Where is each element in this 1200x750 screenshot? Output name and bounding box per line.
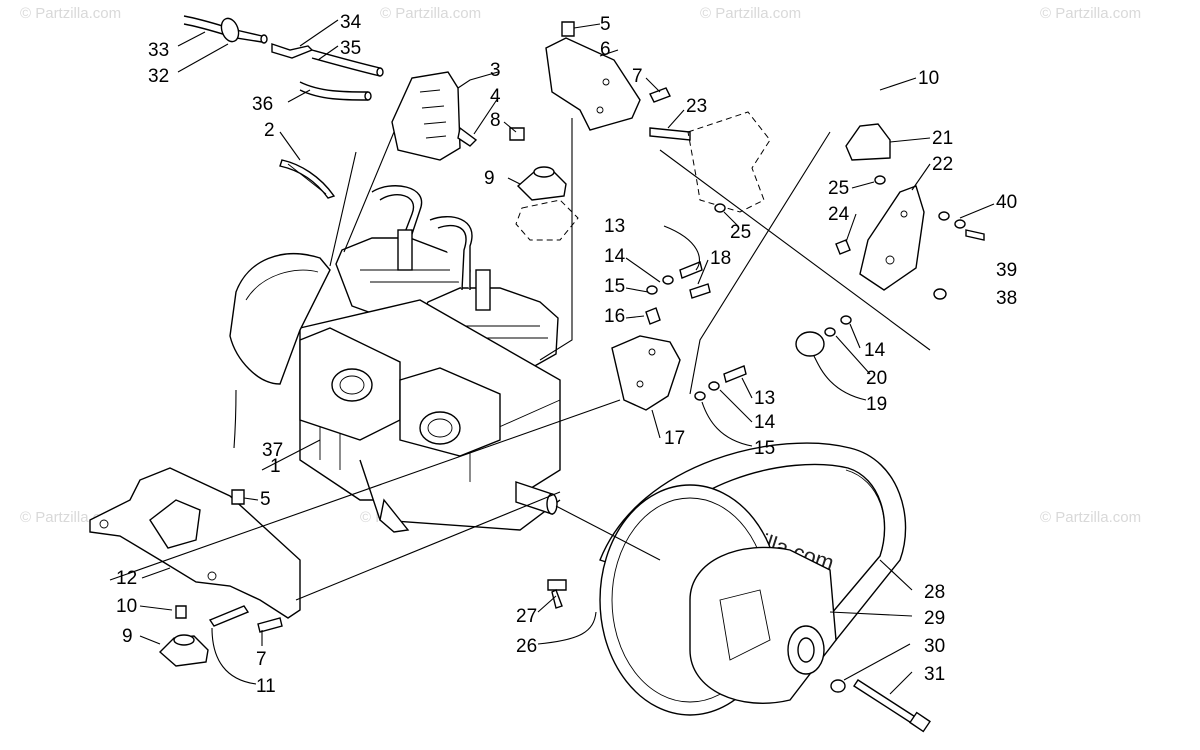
callout-27: 27 — [516, 606, 537, 627]
side-bracket — [611, 261, 747, 411]
engine-block — [299, 185, 561, 533]
callout-7-bottom: 7 — [256, 649, 267, 670]
callout-5-bottom: 5 — [260, 489, 271, 510]
callout-22: 22 — [932, 154, 953, 175]
callout-26: 26 — [516, 636, 537, 657]
callout-32: 32 — [148, 66, 169, 87]
callout-5-top: 5 — [600, 14, 611, 35]
callout-14-top: 14 — [604, 246, 626, 267]
callout-9-bottom: 9 — [122, 626, 133, 647]
callout-7-top: 7 — [632, 66, 643, 87]
callout-20: 20 — [866, 368, 887, 389]
callout-13-top: 13 — [604, 216, 625, 237]
callout-28: 28 — [924, 582, 945, 603]
callout-38: 38 — [996, 288, 1017, 309]
mount-plate — [687, 111, 771, 213]
callout-29: 29 — [924, 608, 945, 629]
callout-16: 16 — [604, 306, 625, 327]
callout-37: 37 — [262, 440, 283, 461]
callout-3: 3 — [490, 60, 501, 81]
callout-2: 2 — [264, 120, 275, 141]
callout-1: 1 — [270, 456, 281, 477]
callout-15-bottom: 15 — [754, 438, 775, 459]
callout-18: 18 — [710, 248, 731, 269]
callout-39: 39 — [996, 260, 1017, 281]
callout-10-bottom: 10 — [116, 596, 137, 617]
callout-25-right: 25 — [828, 178, 849, 199]
callout-40: 40 — [996, 192, 1017, 213]
callout-30: 30 — [924, 636, 945, 657]
callout-17: 17 — [664, 428, 685, 449]
front-mount-bracket — [545, 37, 641, 131]
callout-21: 21 — [932, 128, 953, 149]
callout-13-bottom: 13 — [754, 388, 775, 409]
callout-10-top: 10 — [918, 68, 939, 89]
watermark-top-right: © Partzilla.com — [700, 5, 801, 22]
right-mount-assembly — [714, 123, 985, 300]
lower-mount-plate — [89, 467, 301, 619]
rubber-mount-upper — [515, 166, 579, 241]
callout-labels: 1 2 3 4 5 5 6 7 7 8 9 9 10 10 11 12 13 1… — [116, 12, 1017, 697]
watermark-top-far-right: © Partzilla.com — [1040, 5, 1141, 22]
watermark-top-mid: © Partzilla.com — [380, 5, 481, 22]
drive-clutch — [547, 442, 931, 733]
callout-6: 6 — [600, 39, 611, 60]
leader-lines — [109, 19, 995, 695]
callout-9-top: 9 — [484, 168, 495, 189]
callout-14-right: 14 — [864, 340, 886, 361]
callout-4: 4 — [490, 86, 501, 107]
callout-23: 23 — [686, 96, 707, 117]
callout-36: 36 — [252, 94, 273, 115]
callout-14-bottom: 14 — [754, 412, 776, 433]
watermark-mid-right: © Partzilla.com — [1040, 509, 1141, 526]
fuel-hoses — [183, 15, 384, 101]
watermark-top-left: © Partzilla.com — [20, 5, 121, 22]
callout-25-left: 25 — [730, 222, 751, 243]
callout-33: 33 — [148, 40, 169, 61]
callout-11: 11 — [256, 676, 276, 697]
callout-34: 34 — [340, 12, 362, 33]
callout-19: 19 — [866, 394, 887, 415]
heat-shield — [229, 253, 331, 385]
callout-12: 12 — [116, 568, 137, 589]
callout-35: 35 — [340, 38, 361, 59]
callout-8: 8 — [490, 110, 501, 131]
lower-hardware — [158, 489, 283, 667]
bumper-stop — [795, 315, 852, 357]
callout-31: 31 — [924, 664, 945, 685]
callout-15-top: 15 — [604, 276, 625, 297]
intake-flange — [391, 71, 478, 161]
bolts-upper — [509, 21, 691, 141]
gasket — [279, 159, 336, 199]
callout-24: 24 — [828, 204, 850, 225]
